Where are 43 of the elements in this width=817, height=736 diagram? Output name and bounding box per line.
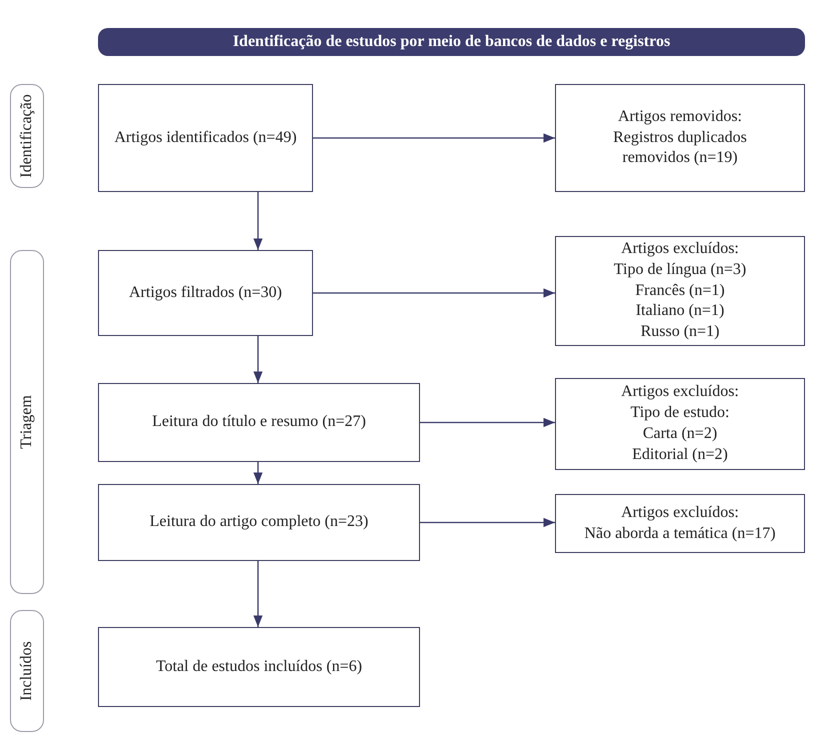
node-text: Tipo de estudo: [630,403,730,424]
process-box [98,383,420,462]
arrow [420,418,555,428]
node-text: Carta (n=2) [642,424,718,444]
arrow [253,192,263,250]
arrow [420,518,555,528]
process-box [98,627,420,707]
process-box [555,494,805,553]
arrow [313,288,555,298]
node-text: Leitura do artigo completo (n=23) [150,512,368,532]
stage-label-band [10,84,44,188]
node-text: Italiano (n=1) [636,301,724,322]
node-text: Leitura do título e resumo (n=27) [152,412,366,432]
arrow [313,133,555,143]
node-text: Artigos excluídos: [621,382,739,402]
node-text: Identificação [18,94,36,178]
section-header-band [98,28,805,56]
node-text: Artigos identificados (n=49) [114,128,297,148]
node-text: Artigos removidos: [618,106,742,127]
node-text: Artigos excluídos: [621,502,739,523]
process-box [555,236,805,346]
node-text: Tipo de língua (n=3) [614,260,746,280]
process-box [555,84,805,192]
node-text: Triagem [18,395,36,449]
arrow [253,561,263,627]
process-box [98,484,420,561]
node-text: Total de estudos incluídos (n=6) [156,656,362,677]
node-text: Artigos filtrados (n=30) [129,282,282,303]
node-text: Incluídos [18,641,36,701]
node-text: Editorial (n=2) [632,444,728,465]
process-box [555,378,805,470]
node-text: Não aborda a temática (n=17) [584,524,776,544]
node-text: Registros duplicados removidos (n=19) [612,128,748,168]
process-box [98,250,313,336]
node-text: Russo (n=1) [640,322,720,342]
stage-label-band [10,250,44,594]
arrow [253,336,263,383]
node-text: Artigos excluídos: [621,239,739,260]
node-text: Francês (n=1) [635,280,725,301]
node-text: Identificação de estudos por meio de bancos de dados e registros [232,33,670,51]
stage-label-band [10,610,44,732]
process-box [98,84,313,192]
arrow [253,462,263,484]
